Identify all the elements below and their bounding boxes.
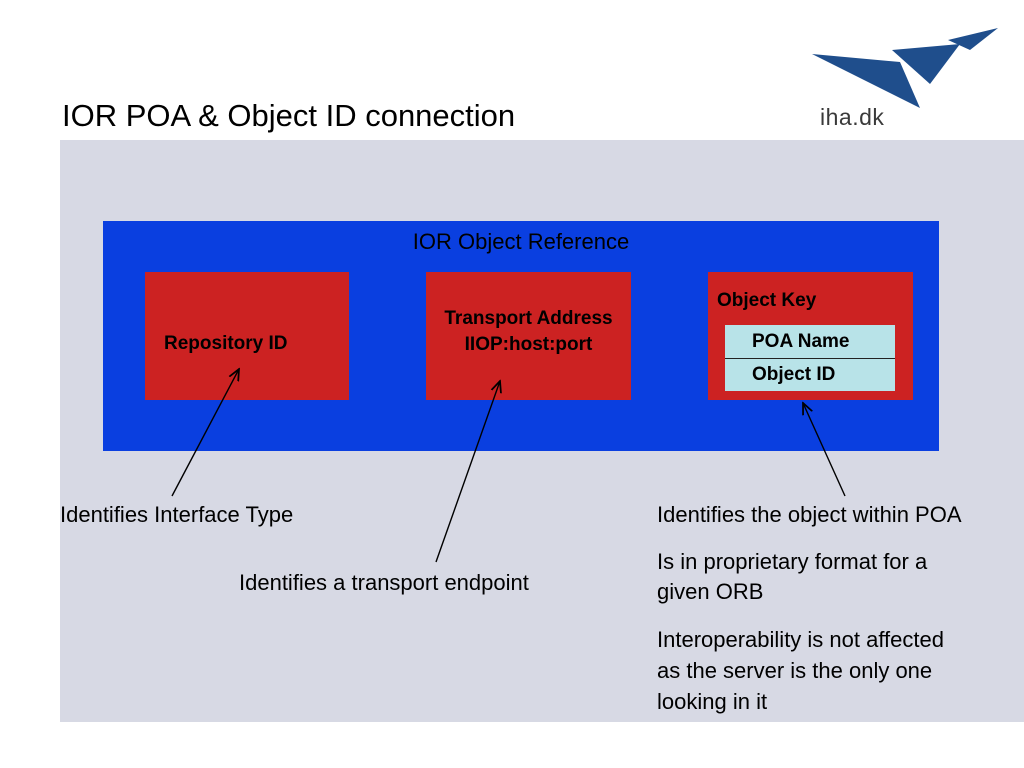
object-key-label: Object Key	[717, 290, 817, 311]
object-key-box: Object Key POA Name Object ID	[708, 272, 913, 400]
note-proprietary-line1: Is in proprietary format for a	[657, 549, 928, 574]
transport-protocol-label: IIOP:host:port	[464, 334, 593, 355]
note-interoperability-line1: Interoperability is not affected	[657, 627, 944, 652]
repository-id-label: Repository ID	[164, 333, 288, 354]
arrow-to-transport-address	[435, 381, 500, 563]
repository-id-box: Repository ID	[145, 272, 349, 400]
note-object-within-poa: Identifies the object within POA	[657, 502, 962, 527]
note-proprietary-line2: given ORB	[657, 579, 764, 604]
arrow-to-object-id	[803, 403, 846, 497]
object-key-contents: POA Name Object ID	[725, 325, 895, 391]
note-interface-type: Identifies Interface Type	[60, 502, 294, 527]
note-transport-endpoint: Identifies a transport endpoint	[239, 570, 529, 595]
transport-address-box: Transport Address IIOP:host:port	[426, 272, 631, 400]
arrow-to-repository-id	[171, 369, 239, 497]
poa-name-label: POA Name	[752, 331, 850, 352]
ior-label: IOR Object Reference	[412, 229, 630, 254]
poa-name-row: POA Name	[725, 325, 895, 359]
note-interoperability-line2: as the server is the only one	[657, 658, 933, 683]
note-interoperability-line3: looking in it	[657, 689, 768, 714]
slide-title: IOR POA & Object ID connection	[62, 98, 516, 133]
object-id-row: Object ID	[725, 358, 895, 391]
iha-logo-icon	[812, 28, 998, 108]
object-id-label: Object ID	[752, 364, 836, 385]
transport-address-label: Transport Address	[444, 308, 613, 329]
logo-text: iha.dk	[820, 104, 885, 130]
